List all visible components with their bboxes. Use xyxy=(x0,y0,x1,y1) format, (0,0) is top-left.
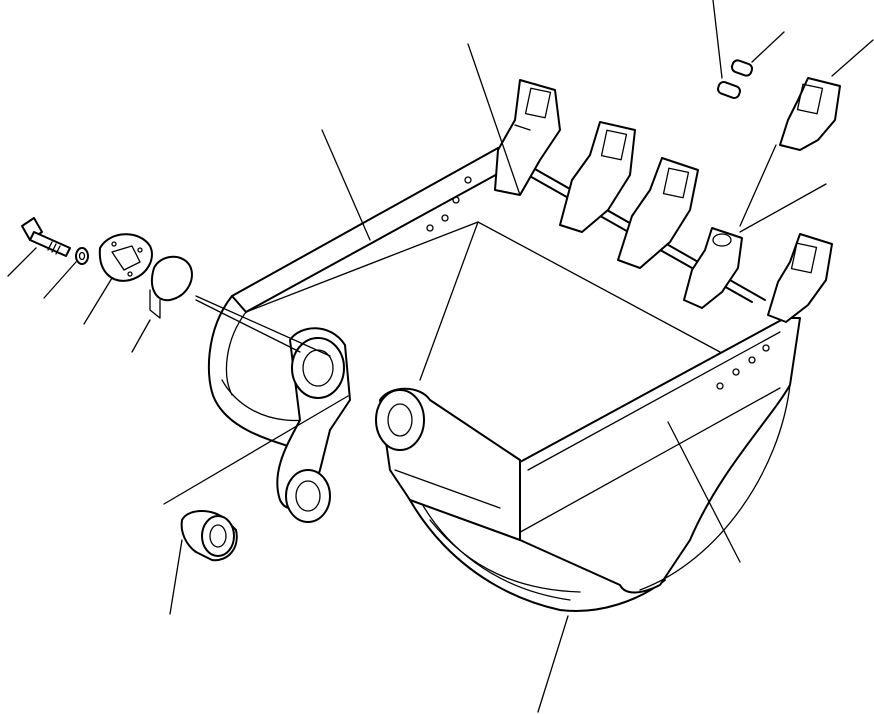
assembly-centerline xyxy=(195,299,301,353)
rear-side-plate xyxy=(426,176,472,232)
tooth-exploded xyxy=(779,77,841,151)
leader-lines xyxy=(7,0,874,713)
bucket-teeth xyxy=(494,77,841,323)
spacer-shim xyxy=(149,255,193,319)
tooth-retainer xyxy=(717,81,741,99)
side-plate xyxy=(514,317,801,594)
mounting-bracket-left xyxy=(276,327,351,523)
tooth-4 xyxy=(683,227,743,309)
mounting-bracket-right xyxy=(375,387,521,541)
tooth-pin xyxy=(730,59,754,77)
tooth-2 xyxy=(559,121,636,233)
tooth-5 xyxy=(767,233,833,323)
bearing-bushing xyxy=(180,510,238,562)
cover-plate xyxy=(98,233,153,282)
washer xyxy=(75,247,89,265)
tooth-3 xyxy=(617,157,699,269)
bolt xyxy=(21,217,71,257)
bucket-body xyxy=(207,147,766,612)
